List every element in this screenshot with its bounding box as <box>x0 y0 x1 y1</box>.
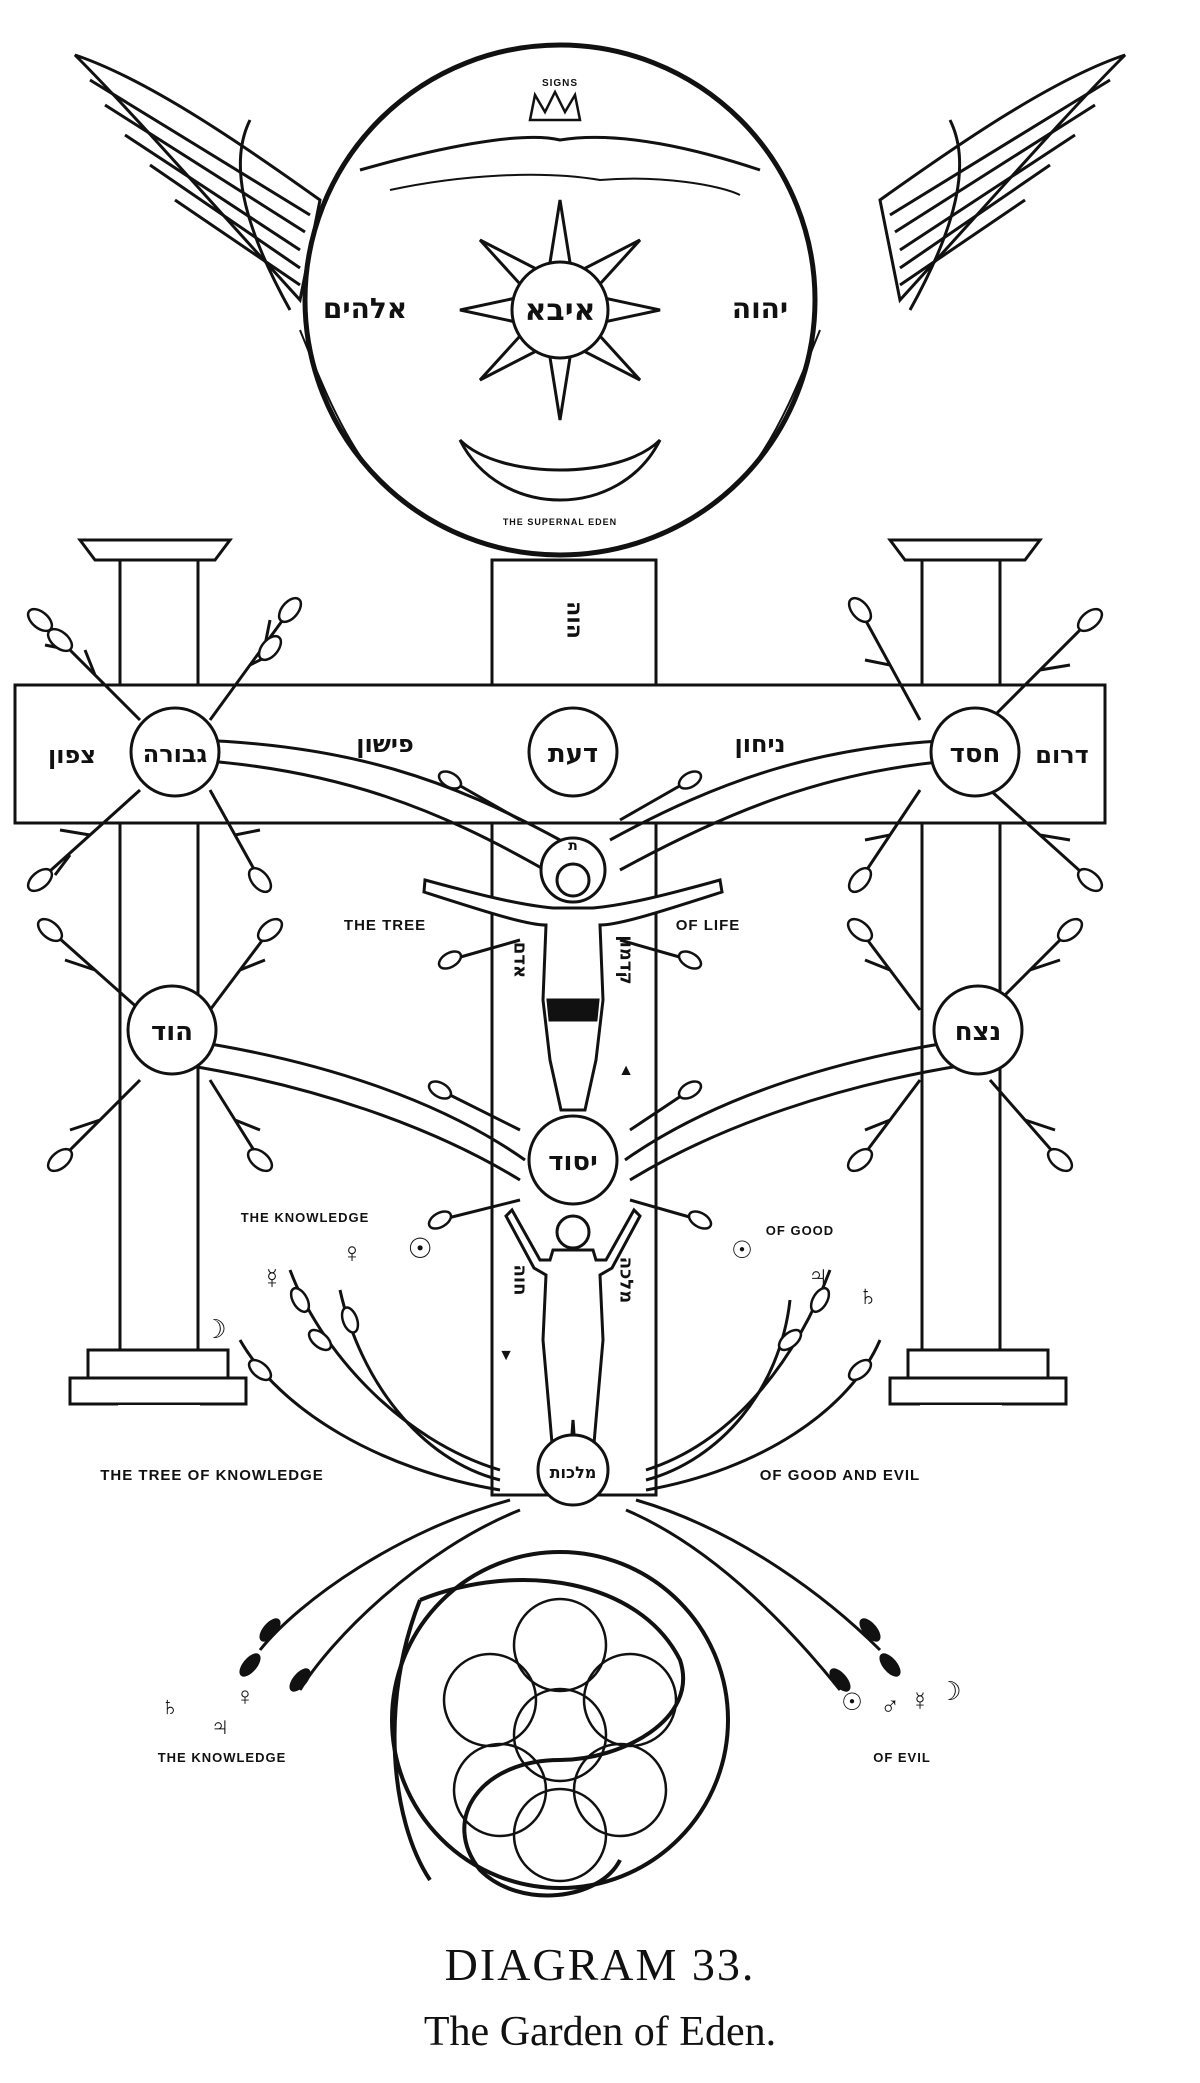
adam-right-label: קדמון <box>616 935 637 984</box>
knowledge-leaves <box>247 1286 873 1382</box>
tree-of-life-label-right: OF LIFE <box>676 917 741 934</box>
signs-label: SIGNS <box>542 78 578 89</box>
elohim-name: אלהים <box>323 292 407 325</box>
malkuth-circle <box>536 1433 610 1507</box>
crown-icon <box>528 89 582 122</box>
tree-of-knowledge-label-right: OF GOOD AND EVIL <box>760 1467 920 1484</box>
direction-north: צפון <box>48 741 96 769</box>
diagram-title: DIAGRAM 33. <box>444 1939 756 1990</box>
leaf-branches <box>38 609 1092 1222</box>
tree-of-life-label-left: THE TREE <box>344 917 426 934</box>
evil-leaves <box>239 1618 901 1692</box>
sephirah-geburah: גבורה <box>143 740 208 768</box>
yhvh-name: יהוה <box>732 292 788 325</box>
lower-circle <box>390 1550 730 1890</box>
adam-left-label: אדם <box>510 942 531 978</box>
moon-icon: ☽ <box>203 1314 226 1344</box>
diagram-subtitle: The Garden of Eden. <box>423 2009 777 2055</box>
knowledge-of-good-label-left: THE KNOWLEDGE <box>241 1210 370 1225</box>
jupiter-icon-left: ♃ <box>210 1711 230 1741</box>
mercury-icon: ☿ <box>262 1263 283 1294</box>
sephiroth <box>126 706 1024 1206</box>
sephirah-daath: דעת <box>548 739 598 769</box>
eve-left-label: חוה <box>510 1265 531 1296</box>
mars-icon: ♂ <box>880 1691 900 1721</box>
water-triangle-icon: ▼ <box>498 1347 514 1364</box>
sun-symbol-icon-right: ☉ <box>731 1237 753 1264</box>
venus-icon-left: ♀ <box>235 1681 255 1711</box>
knowledge-of-evil-label-right: OF EVIL <box>873 1750 931 1765</box>
river-pishon: פישון <box>356 730 414 758</box>
direction-south: דרום <box>1035 741 1089 769</box>
eve-figure <box>504 1207 642 1492</box>
moon-icon-lower: ☽ <box>938 1676 961 1706</box>
venus-icon: ♀ <box>342 1237 363 1268</box>
sun-hebrew-name: איבא <box>525 293 596 328</box>
river-gihon: ניחון <box>735 730 786 758</box>
sephirah-netzach: נצח <box>955 1017 1002 1047</box>
leaves <box>26 596 1104 1230</box>
eve-right-label: מלכה <box>616 1257 637 1303</box>
left-wing <box>73 53 322 311</box>
sun-icon <box>459 199 661 421</box>
saturn-icon-left: ♄ <box>160 1691 180 1721</box>
malkuth-label: מלכות <box>550 1463 597 1482</box>
sephirah-chesed: חסד <box>950 739 1001 769</box>
fire-triangle-icon: ▲ <box>618 1062 634 1079</box>
sun-icon-lower-right: ☉ <box>841 1689 863 1716</box>
sephirah-tiphareth: ת <box>568 838 578 854</box>
sun-symbol-icon: ☉ <box>407 1233 432 1264</box>
right-wing <box>878 53 1127 311</box>
sephirah-yesod: יסוד <box>548 1147 598 1177</box>
sephirah-hod: הוד <box>151 1017 193 1047</box>
knowledge-of-evil-label-left: THE KNOWLEDGE <box>158 1750 287 1765</box>
paths <box>184 738 966 1182</box>
supernal-eden-label: THE SUPERNAL EDEN <box>503 517 617 527</box>
knowledge-of-good-label-right: OF GOOD <box>766 1223 834 1238</box>
saturn-icon: ♄ <box>858 1280 879 1311</box>
tree-of-knowledge-label-left: THE TREE OF KNOWLEDGE <box>100 1467 324 1484</box>
trunk-letters: הוה <box>562 601 587 639</box>
adam-kadmon-figure <box>422 862 724 1112</box>
serpent-icon <box>392 1578 685 1898</box>
mercury-icon-lower: ☿ <box>910 1686 930 1716</box>
jupiter-icon: ♃ <box>808 1260 829 1291</box>
